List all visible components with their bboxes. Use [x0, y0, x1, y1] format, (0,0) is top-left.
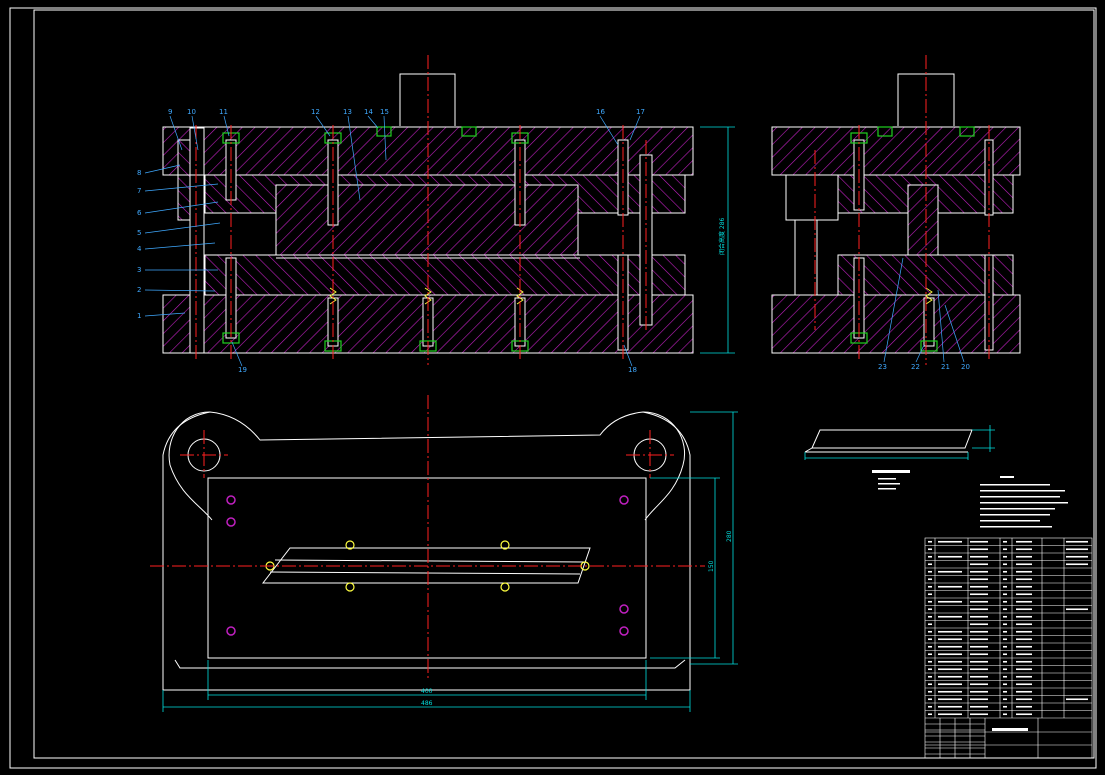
callout-7: 7 [137, 187, 141, 195]
callout-14: 14 [364, 108, 373, 116]
dimension-400: 400 [421, 688, 433, 695]
front-section-view: 闭合高度 286 1 2 3 4 [137, 55, 735, 374]
callout-2: 2 [137, 286, 141, 294]
dimension-150: 150 [708, 560, 715, 572]
inner-frame [33, 9, 1095, 759]
callout-19: 19 [238, 366, 247, 374]
callout-5: 5 [137, 229, 141, 237]
dimension-486: 486 [421, 700, 433, 707]
plan-view: 400 486 150 280 [150, 395, 738, 712]
callout-3: 3 [137, 266, 141, 274]
callout-13: 13 [343, 108, 352, 116]
callout-10: 10 [187, 108, 196, 116]
callout-15: 15 [380, 108, 389, 116]
dimension-280: 280 [726, 530, 733, 542]
callout-6: 6 [137, 209, 142, 217]
callout-8: 8 [137, 169, 141, 177]
callout-20: 20 [961, 363, 970, 371]
callout-17: 17 [636, 108, 645, 116]
callout-16: 16 [596, 108, 605, 116]
callout-9: 9 [168, 108, 172, 116]
callout-18: 18 [628, 366, 637, 374]
part-sketch [804, 425, 995, 490]
callout-11: 11 [219, 108, 228, 116]
callout-12: 12 [311, 108, 320, 116]
callout-23: 23 [878, 363, 887, 371]
callout-21: 21 [941, 363, 950, 371]
title-block [924, 537, 1093, 759]
side-section-view: 23 22 21 20 [771, 55, 1021, 371]
technical-requirements [980, 476, 1068, 528]
outer-frame [9, 7, 1097, 769]
callout-4: 4 [137, 245, 142, 253]
callout-1: 1 [137, 312, 141, 320]
dimension-closed-height: 闭合高度 286 [718, 217, 726, 255]
callout-22: 22 [911, 363, 920, 371]
